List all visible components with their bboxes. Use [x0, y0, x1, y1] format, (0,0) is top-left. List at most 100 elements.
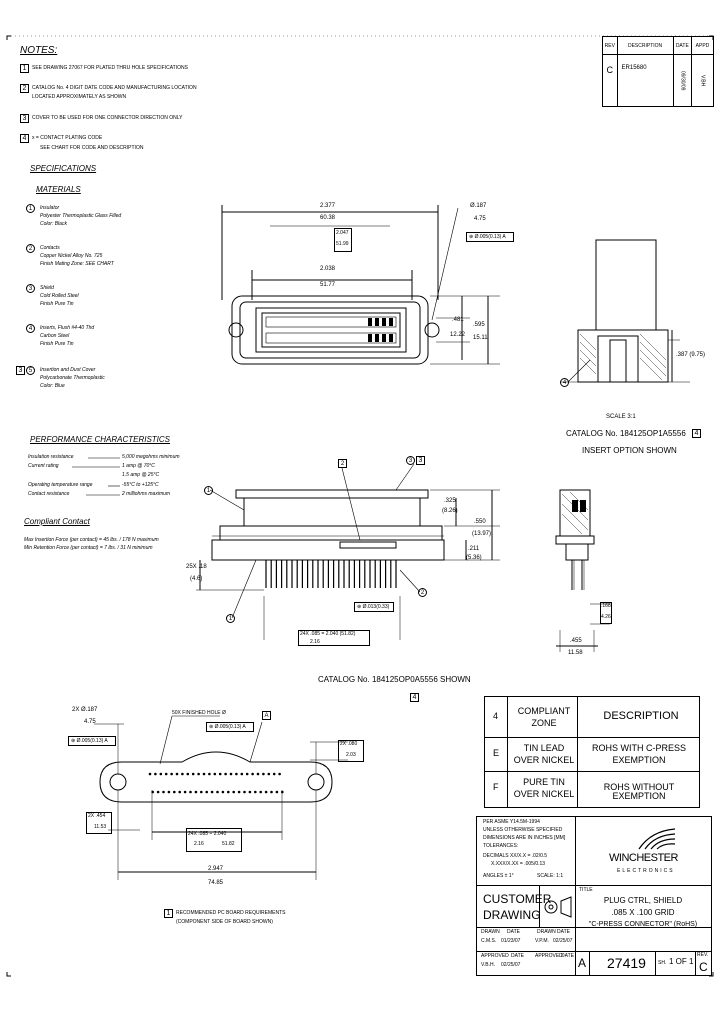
pcb-hole	[248, 790, 252, 794]
note-4-text-2: SEE CHART FOR CODE AND DESCRIPTION	[40, 145, 144, 151]
tb-title-label: TITLE	[579, 887, 593, 893]
tb-approved-by: V.B.H.	[481, 962, 495, 968]
pcb-dim-left-mm: 11.53	[94, 824, 107, 830]
tb-tol-2: X.XXX/X.XX = .005/0.13	[491, 861, 546, 867]
chart-header-code: 4	[493, 711, 499, 721]
insert-caption-2: INSERT OPTION SHOWN	[582, 446, 677, 455]
tb-title-2: .085 X .100 GRID	[611, 908, 675, 917]
pcb-hole-mm: 4.75	[84, 719, 96, 725]
perf-value-5: 2 milliohms maximum	[122, 491, 171, 497]
pcb-hole	[167, 790, 171, 794]
material-balloon-2: 2	[26, 244, 35, 253]
pcb-hole	[227, 790, 230, 794]
tb-drawn-label-2: DRAWN	[537, 929, 556, 935]
tb-date-label-3: DATE	[511, 953, 524, 959]
top-dim-mid-in: 2.047	[336, 230, 349, 236]
chart-row-2-code: F	[493, 782, 499, 792]
pcb-hole	[262, 772, 265, 776]
pcb-hole	[254, 790, 257, 794]
material-balloon-1: 1	[26, 204, 35, 213]
note-2-text-2: LOCATED APPROXIMATELY AS SHOWN	[32, 94, 127, 100]
material-2-line1: Copper Nickel Alloy No. 725	[40, 253, 103, 259]
tb-approved-label-2: APPROVED	[535, 953, 563, 959]
pcb-hole	[267, 772, 271, 776]
tb-size: A	[578, 956, 587, 970]
top-dim-h2-mm: 15.11	[473, 335, 488, 341]
tb-checked-date: 02/25/07	[553, 938, 573, 944]
pcb-label-holes: 50X FINISHED HOLE Ø	[172, 710, 226, 716]
note-1-text: SEE DRAWING 27067 FOR PLATED THRU HOLE S…	[32, 65, 188, 71]
tb-drawing-no: 27419	[607, 955, 646, 971]
material-1-name: Insulator	[40, 205, 60, 211]
title-block: PER ASME Y14.5M-1994 UNLESS OTHERWISE SP…	[476, 816, 712, 976]
note-2-text: CATALOG No. 4 DIGIT DATE CODE AND MANUFA…	[32, 85, 197, 91]
chart-row-1-code: E	[493, 748, 500, 758]
compliant-row-2: Min Retention Force (per contact) = 7 lb…	[24, 545, 153, 551]
top-dim-h2-in: .595	[473, 322, 485, 328]
compliant-row-1: Max Insertion Force (per contact) = 45 l…	[24, 537, 159, 543]
end-dim-168-in: .168	[601, 603, 611, 609]
material-5-line1: Polycarbonate Thermoplastic	[40, 375, 105, 381]
tb-sheet-label: SH.	[658, 960, 667, 966]
end-dim-168-mm: 4.26	[601, 614, 611, 620]
tb-checked-by: V.P.M.	[535, 938, 549, 944]
side-balloon-1b: 1	[226, 614, 235, 623]
pcb-dim-left-box	[86, 812, 112, 834]
top-dim-h1-in: .481	[452, 317, 464, 323]
perf-label-2: Current rating	[28, 463, 59, 469]
top-dim-inner-mm: 51.77	[320, 282, 336, 288]
end-dim-168-box	[600, 602, 612, 624]
pcb-hole	[151, 790, 154, 794]
notes-title: NOTES:	[20, 45, 58, 56]
pcb-hole	[202, 772, 206, 776]
pcb-hole	[272, 772, 276, 776]
side-note-box: 2	[338, 459, 347, 468]
tb-title-1: PLUG CTRL, SHIELD	[603, 896, 683, 905]
side-balloon-1: 1	[204, 486, 213, 495]
pcb-hole	[148, 772, 152, 776]
side-balloon-2: 2	[418, 588, 427, 597]
top-dim-mid-box	[334, 228, 352, 252]
pcb-hole	[264, 790, 268, 794]
pcb-hole	[232, 790, 235, 794]
pcb-hole	[278, 772, 281, 776]
chart-row-1-description: ROHS WITH C-PRESS EXEMPTION	[591, 743, 686, 765]
pcb-hole	[218, 772, 222, 776]
pcb-hole	[156, 790, 160, 794]
pcb-overall-in: 2.947	[208, 866, 224, 872]
pcb-hole-in: 2X Ø.187	[72, 707, 98, 713]
chart-row-2-zone: PURE TIN OVER NICKEL	[513, 777, 575, 799]
side-dim-211-in: .211	[468, 546, 480, 552]
material-5-name: Insertion and Dust Cover	[40, 367, 96, 373]
tb-drawn-label: DRAWN	[481, 929, 500, 935]
pcb-dim-left-in: 2X .454	[88, 813, 106, 819]
pcb-hole	[251, 772, 254, 776]
spec-title: SPECIFICATIONS	[30, 164, 97, 173]
pin-rows	[265, 560, 397, 588]
material-3-line1: Cold Rolled Steel	[40, 293, 79, 299]
tb-approved-label: APPROVED	[481, 953, 509, 959]
side-dim-325-mm: (8.26)	[442, 508, 458, 514]
pcb-hole	[159, 772, 163, 776]
top-dim-h1-mm: 12.22	[450, 332, 466, 338]
material-2-name: Contacts	[40, 245, 60, 251]
tb-customer-drawing: CUSTOMER DRAWING	[483, 892, 552, 922]
pcb-hole	[259, 790, 263, 794]
perf-label-4: Operating temperature range	[28, 482, 93, 488]
chart-row-2-description: ROHS WITHOUT EXEMPTION	[603, 782, 675, 801]
tb-drawn-by: C.M.S.	[481, 938, 497, 944]
chart-header-description: DESCRIPTION	[603, 710, 679, 722]
pcb-hole	[224, 772, 227, 776]
pcb-hole	[205, 790, 208, 794]
insert-caption-1: CATALOG No. 184125OP1A5556	[566, 429, 686, 438]
pcb-hole	[170, 772, 173, 776]
top-dim-overall-in: 2.377	[320, 203, 336, 209]
perf-value-2: 1 amp @ 70°C	[122, 463, 155, 469]
tb-scale: SCALE: 1:1	[537, 873, 564, 879]
pcb-hole	[213, 772, 217, 776]
pcb-hole	[243, 790, 246, 794]
